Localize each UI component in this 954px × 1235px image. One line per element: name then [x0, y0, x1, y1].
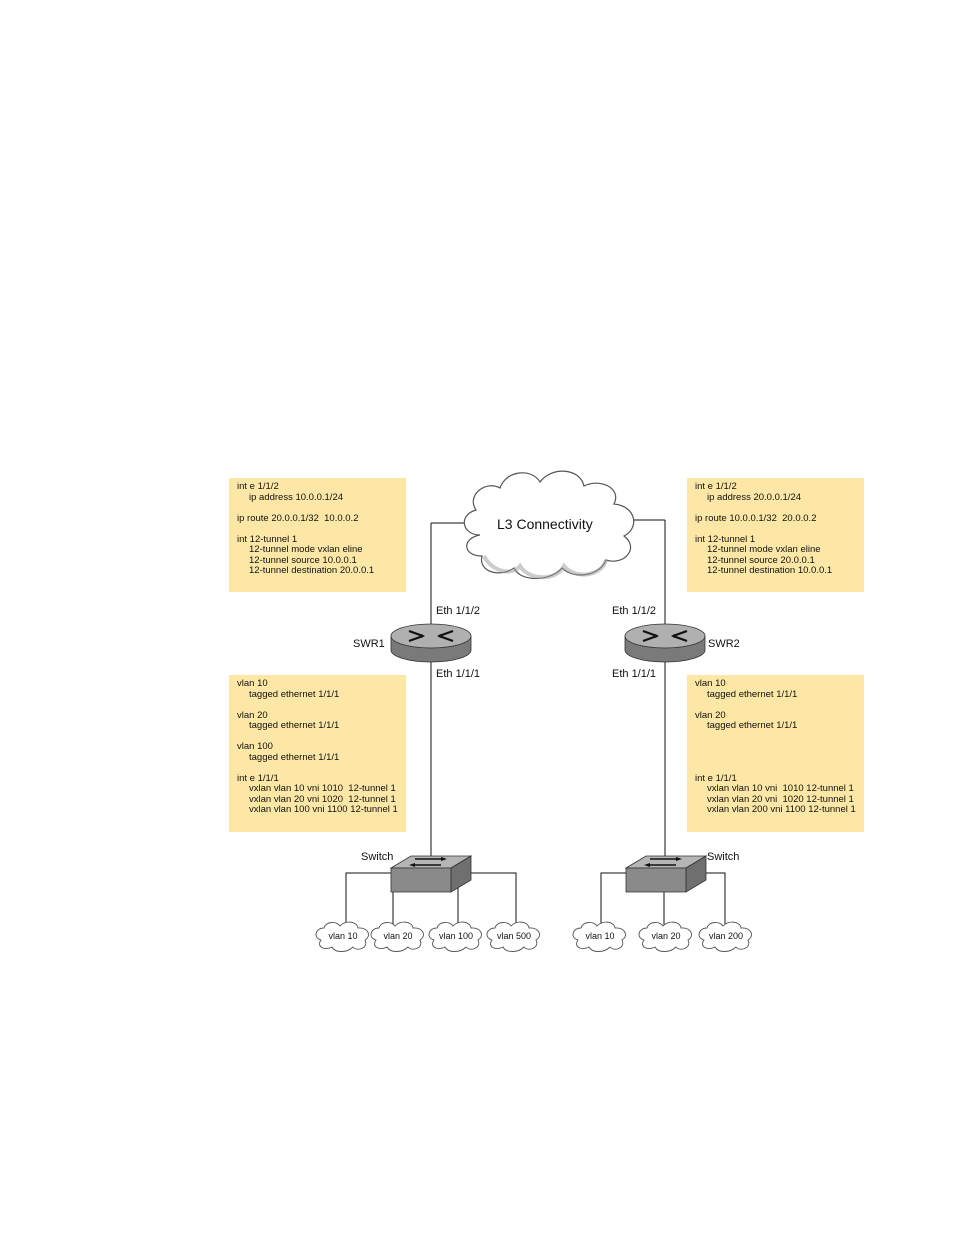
swr2-config-bottom-line: vxlan vlan 10 vni 1010 12-tunnel 1 — [707, 783, 854, 794]
swr2-config-bottom-line: vlan 10 — [695, 678, 726, 689]
swr1-port-down-label: Eth 1/1/1 — [436, 668, 481, 680]
swr2-config-bottom-line — [695, 753, 864, 764]
swr1-vlan-cloud-1: vlan 20 — [370, 921, 424, 952]
cloud-label: L3 Connectivity — [497, 516, 593, 532]
swr1-vlan-cloud-0-label: vlan 10 — [328, 931, 357, 941]
swr2-name-label: SWR2 — [708, 638, 740, 650]
swr2-config-top-line — [695, 503, 864, 514]
switch2-vlan200-line — [700, 872, 726, 930]
switch2-label: Switch — [707, 851, 740, 863]
swr2-config-bottom-line: vxlan vlan 20 vni 1020 12-tunnel 1 — [707, 793, 854, 805]
swr1-config-top-line: ip address 10.0.0.1/24 — [249, 491, 344, 503]
swr2-config-bottom-line — [695, 742, 864, 753]
l3-cloud-icon — [463, 470, 635, 580]
swr1-config-bottom-line: vxlan vlan 10 vni 1010 12-tunnel 1 — [249, 783, 396, 794]
swr2-config-top-line: int e 1/1/2 — [695, 481, 737, 492]
swr1-vlan-cloud-3: vlan 500 — [486, 921, 540, 952]
swr1-config-top-line: 12-tunnel destination 20.0.0.1 — [249, 565, 375, 576]
swr1-config-bottom-line: vlan 100 — [237, 741, 273, 752]
vlan-clouds: vlan 10 vlan 20 vlan 100 vlan 500 vlan 10 vla… — [315, 921, 752, 952]
swr2-vlan-cloud-2-label: vlan 200 — [709, 931, 743, 941]
swr2-vlan-cloud-1: vlan 20 — [638, 921, 692, 952]
swr1-config-bottom-line: tagged ethernet 1/1/1 — [249, 751, 340, 763]
swr2-config-top-line: ip route 10.0.0.1/32 20.0.0.2 — [695, 512, 817, 524]
swr2-config-bottom-line: tagged ethernet 1/1/1 — [707, 688, 798, 700]
swr1-config-top-line: 12-tunnel source 10.0.0.1 — [249, 554, 357, 566]
swr1-name-label: SWR1 — [353, 638, 385, 650]
swr2-config-top-line: int 12-tunnel 1 — [695, 533, 756, 545]
swr1-router-icon — [390, 623, 472, 663]
swr1-config-bottom-line: tagged ethernet 1/1/1 — [249, 688, 340, 700]
swr2-port-up-label: Eth 1/1/2 — [612, 605, 657, 617]
swr2-vlan-cloud-0-label: vlan 10 — [585, 931, 614, 941]
swr1-config-bottom-line: vlan 10 — [237, 678, 268, 689]
swr1-config-top-line: ip route 20.0.0.1/32 10.0.0.2 — [237, 512, 359, 524]
swr2-config-top-line — [695, 524, 864, 535]
swr2-config-bottom-line: tagged ethernet 1/1/1 — [707, 720, 798, 731]
swr1-vlan-cloud-2: vlan 100 — [428, 921, 482, 952]
switch2-icon — [624, 855, 708, 893]
swr1-config-top-line: int e 1/1/2 — [237, 481, 279, 492]
switch1-icon — [389, 855, 473, 893]
swr2-port-down-label: Eth 1/1/1 — [612, 668, 657, 680]
swr2-config-bottom-line — [695, 763, 864, 774]
switch1-vlan10-line — [345, 872, 391, 930]
swr1-config-top-line — [237, 524, 406, 535]
switch1-vlan500-line — [470, 872, 517, 930]
swr2-config-top-line: 12-tunnel destination 10.0.0.1 — [707, 565, 833, 576]
switch2-vlan10-line — [600, 872, 628, 930]
switch1-label: Switch — [361, 851, 394, 863]
swr1-config-bottom-line: tagged ethernet 1/1/1 — [249, 720, 340, 731]
swr1-vlan-cloud-0: vlan 10 — [315, 921, 369, 952]
swr2-vlan-cloud-2: vlan 200 — [698, 921, 752, 952]
swr2-config-bottom-line — [695, 732, 864, 743]
swr2-config-bottom-line: vxlan vlan 200 vni 1100 12-tunnel 1 — [707, 804, 856, 815]
swr2-config-top-line: 12-tunnel source 20.0.0.1 — [707, 554, 815, 566]
swr1-config-bottom-line: vxlan vlan 20 vni 1020 12-tunnel 1 — [249, 793, 396, 805]
swr2-config-bottom-line — [695, 700, 864, 711]
swr1-config-bottom-line: int e 1/1/1 — [237, 772, 279, 784]
swr1-config-bottom-line — [237, 763, 406, 774]
swr1-vlan-cloud-2-label: vlan 100 — [439, 931, 473, 941]
swr1-vlan-cloud-3-label: vlan 500 — [497, 931, 531, 941]
swr1-config-top-line: 12-tunnel mode vxlan eline — [249, 544, 363, 555]
swr1-config-top-line — [237, 503, 406, 514]
swr2-config-top-line: 12-tunnel mode vxlan eline — [707, 544, 821, 555]
swr2-router-icon — [624, 623, 706, 663]
swr2-config-top-line: ip address 20.0.0.1/24 — [707, 491, 802, 503]
swr2-config-bottom-line: int e 1/1/1 — [695, 772, 737, 784]
swr1-config-bottom-line: vxlan vlan 100 vni 1100 12-tunnel 1 — [249, 804, 398, 815]
swr1-vlan-cloud-1-label: vlan 20 — [383, 931, 412, 941]
swr1-config-bottom-line — [237, 700, 406, 711]
swr1-config-bottom-line: vlan 20 — [237, 709, 268, 721]
swr2-vlan-cloud-0: vlan 10 — [572, 921, 626, 952]
swr1-config-top-line: int 12-tunnel 1 — [237, 533, 298, 545]
swr1-port-up-label: Eth 1/1/2 — [436, 605, 481, 617]
swr2-vlan-cloud-1-label: vlan 20 — [651, 931, 680, 941]
swr2-config-bottom-line: vlan 20 — [695, 709, 726, 721]
